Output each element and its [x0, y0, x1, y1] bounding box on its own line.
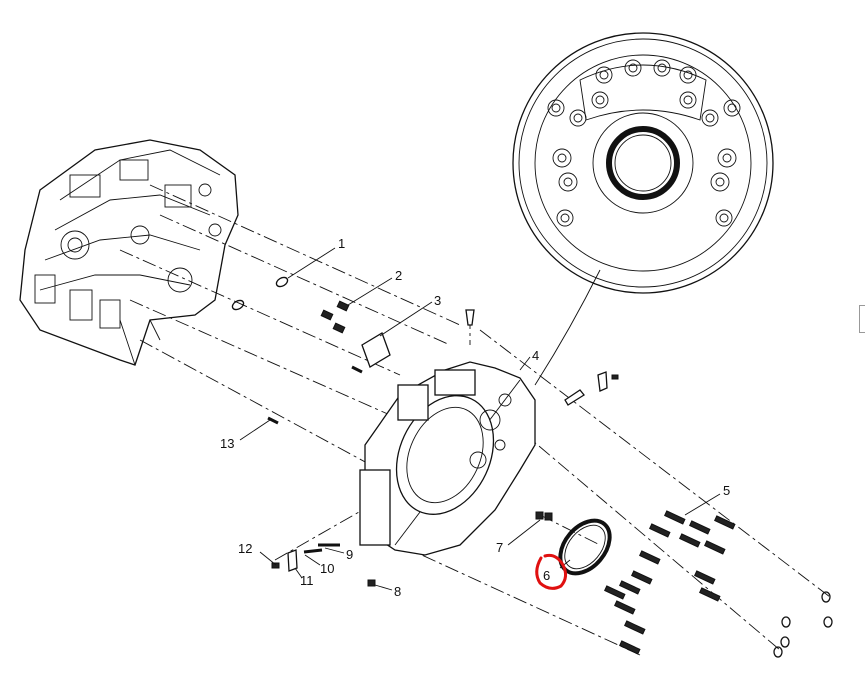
callout-13: 13: [220, 436, 234, 451]
highlight-circle: [535, 553, 568, 590]
callout-5: 5: [723, 483, 730, 498]
seal-ring: [558, 518, 612, 576]
callout-2: 2: [395, 268, 402, 283]
detail-bolt-holes: [547, 59, 741, 227]
engine-block: [19, 139, 239, 366]
callout-6: 6: [543, 568, 550, 583]
detail-view: [512, 32, 774, 386]
small-parts: [231, 276, 619, 587]
callout-11: 11: [300, 573, 314, 588]
callout-12: 12: [238, 541, 252, 556]
leader-lines: [239, 247, 721, 591]
page-edge-tab: [859, 305, 865, 333]
callout-9: 9: [346, 547, 353, 562]
flywheel-housing: [359, 361, 536, 556]
callout-3: 3: [434, 293, 441, 308]
callout-labels: 1 2 3 4 5 6 7 8 9 10 11 12 13: [220, 236, 730, 599]
callout-7: 7: [496, 540, 503, 555]
callout-1: 1: [338, 236, 345, 251]
callout-4: 4: [532, 348, 539, 363]
callout-10: 10: [320, 561, 334, 576]
assembly-axes: [119, 184, 831, 656]
callout-8: 8: [394, 584, 401, 599]
bolt-group: [604, 510, 833, 658]
